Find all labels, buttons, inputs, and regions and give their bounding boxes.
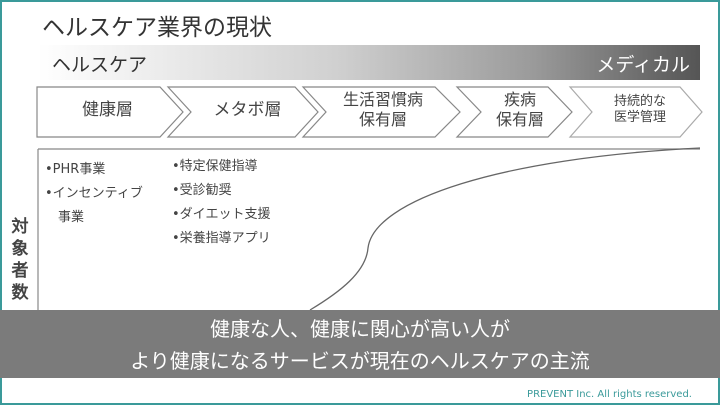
- chevron-3: [301, 86, 461, 138]
- service-item: •ダイエット支援: [172, 207, 271, 222]
- service-item: •インセンティブ: [45, 186, 143, 201]
- scale-left-label: ヘルスケア: [52, 54, 148, 76]
- stage-label: メタボ層: [213, 100, 282, 120]
- stage-label: 保有層: [495, 110, 544, 129]
- stage-5: 持続的な医学管理: [590, 94, 690, 127]
- summary-banner: 健康な人、健康に関心が高い人が より健康になるサービスが現在のヘルスケアの主流: [0, 310, 720, 378]
- stage-label: 医学管理: [613, 110, 666, 126]
- service-item: •受診勧奨: [172, 183, 232, 198]
- slide-title: ヘルスケア業界の現状: [42, 15, 272, 41]
- services-col-1: •PHR事業 •インセンティブ 事業: [45, 158, 143, 230]
- stage-4: 疾病保有層: [475, 90, 565, 130]
- chevron-4: [455, 86, 573, 138]
- banner-line: より健康になるサービスが現在のヘルスケアの主流: [130, 349, 590, 373]
- scale-right-label: メディカル: [596, 54, 690, 76]
- service-item: 事業: [45, 210, 85, 225]
- population-curve: [309, 147, 701, 311]
- stage-2: メタボ層: [185, 100, 310, 121]
- stage-label: 生活習慣病: [342, 90, 423, 109]
- service-item: •PHR事業: [45, 162, 106, 177]
- chevron-1: [36, 86, 184, 138]
- healthcare-medical-gradient: ヘルスケア メディカル: [38, 45, 700, 80]
- stage-label: 疾病: [503, 90, 536, 109]
- stage-label: 保有層: [358, 110, 407, 129]
- stage-label: 持続的な: [613, 94, 666, 109]
- stage-1: 健康層: [40, 100, 175, 121]
- service-item: •栄養指導アプリ: [172, 231, 271, 246]
- y-axis-label: 対象者数: [11, 217, 29, 303]
- stage-3: 生活習慣病保有層: [318, 90, 448, 130]
- chevron-2: [166, 86, 319, 138]
- services-col-2: •特定保健指導 •受診勧奨 •ダイエット支援 •栄養指導アプリ: [172, 155, 271, 251]
- banner-line: 健康な人、健康に関心が高い人が: [210, 317, 510, 341]
- service-item: •特定保健指導: [172, 159, 258, 174]
- chevron-5: [568, 86, 703, 138]
- copyright-footer: PREVENT Inc. All rights reserved.: [527, 389, 692, 400]
- stage-label: 健康層: [82, 100, 133, 120]
